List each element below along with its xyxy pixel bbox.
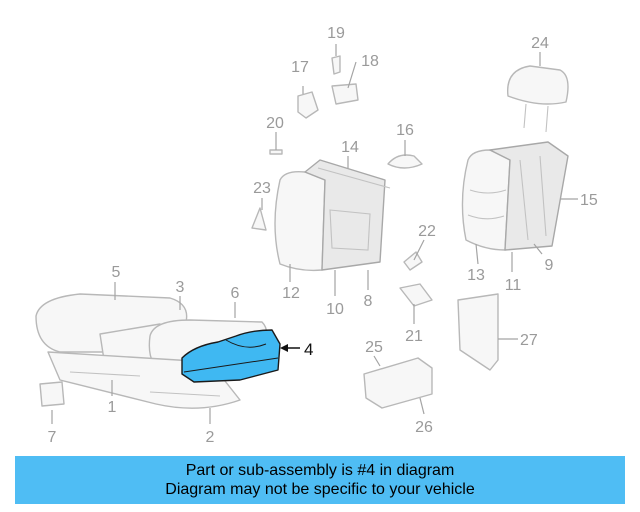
callout-5: 5	[112, 264, 121, 281]
banner-line-part: Part or sub-assembly is #4 in diagram	[185, 462, 455, 479]
callout-16: 16	[396, 122, 414, 139]
headrest	[506, 65, 569, 133]
latch-wire	[403, 251, 423, 271]
rear-seatback-right	[461, 141, 569, 251]
side-cap	[39, 381, 65, 407]
callout-15: 15	[580, 192, 598, 209]
callout-19: 19	[327, 25, 345, 42]
parts-diagram: 1 2 3 4 5 6 7 8 9 10 11 12 13 14 15 16 1…	[35, 25, 598, 446]
callout-23: 23	[253, 180, 271, 197]
callout-26: 26	[415, 419, 433, 436]
info-banner: Part or sub-assembly is #4 in diagram Di…	[15, 456, 625, 504]
callout-7: 7	[48, 429, 57, 446]
side-trim	[251, 207, 267, 231]
banner-line-disclaimer: Diagram may not be specific to your vehi…	[165, 481, 475, 498]
callout-3: 3	[176, 279, 185, 296]
callout-11: 11	[505, 277, 522, 294]
callout-22: 22	[418, 223, 436, 240]
callout-21: 21	[405, 328, 423, 345]
bolt	[269, 149, 283, 155]
cushion-pad-part-4	[181, 329, 281, 383]
callout-24: 24	[531, 35, 549, 52]
callout-17: 17	[291, 59, 309, 76]
callout-2: 2	[206, 429, 215, 446]
callout-13: 13	[467, 267, 485, 284]
seatback-panel	[457, 293, 499, 371]
callout-1: 1	[108, 399, 117, 416]
cup-holder	[331, 83, 359, 105]
hinge-bracket	[297, 91, 319, 119]
callout-4-arrow	[280, 344, 300, 352]
clip	[331, 55, 341, 75]
armrest-pad	[363, 357, 433, 409]
callout-25: 25	[365, 339, 383, 356]
callout-18: 18	[361, 53, 379, 70]
callout-27: 27	[520, 332, 538, 349]
callout-10: 10	[326, 301, 344, 318]
callout-8: 8	[364, 293, 373, 310]
leader-lines	[51, 44, 578, 424]
latch-bracket	[399, 283, 433, 307]
armrest-cover	[387, 154, 423, 169]
rear-seatback-left	[274, 159, 391, 272]
callout-9: 9	[545, 257, 554, 274]
callout-12: 12	[282, 285, 300, 302]
callout-20: 20	[266, 115, 284, 132]
callout-14: 14	[341, 139, 359, 156]
callout-6: 6	[231, 285, 240, 302]
callout-4: 4	[304, 340, 313, 359]
